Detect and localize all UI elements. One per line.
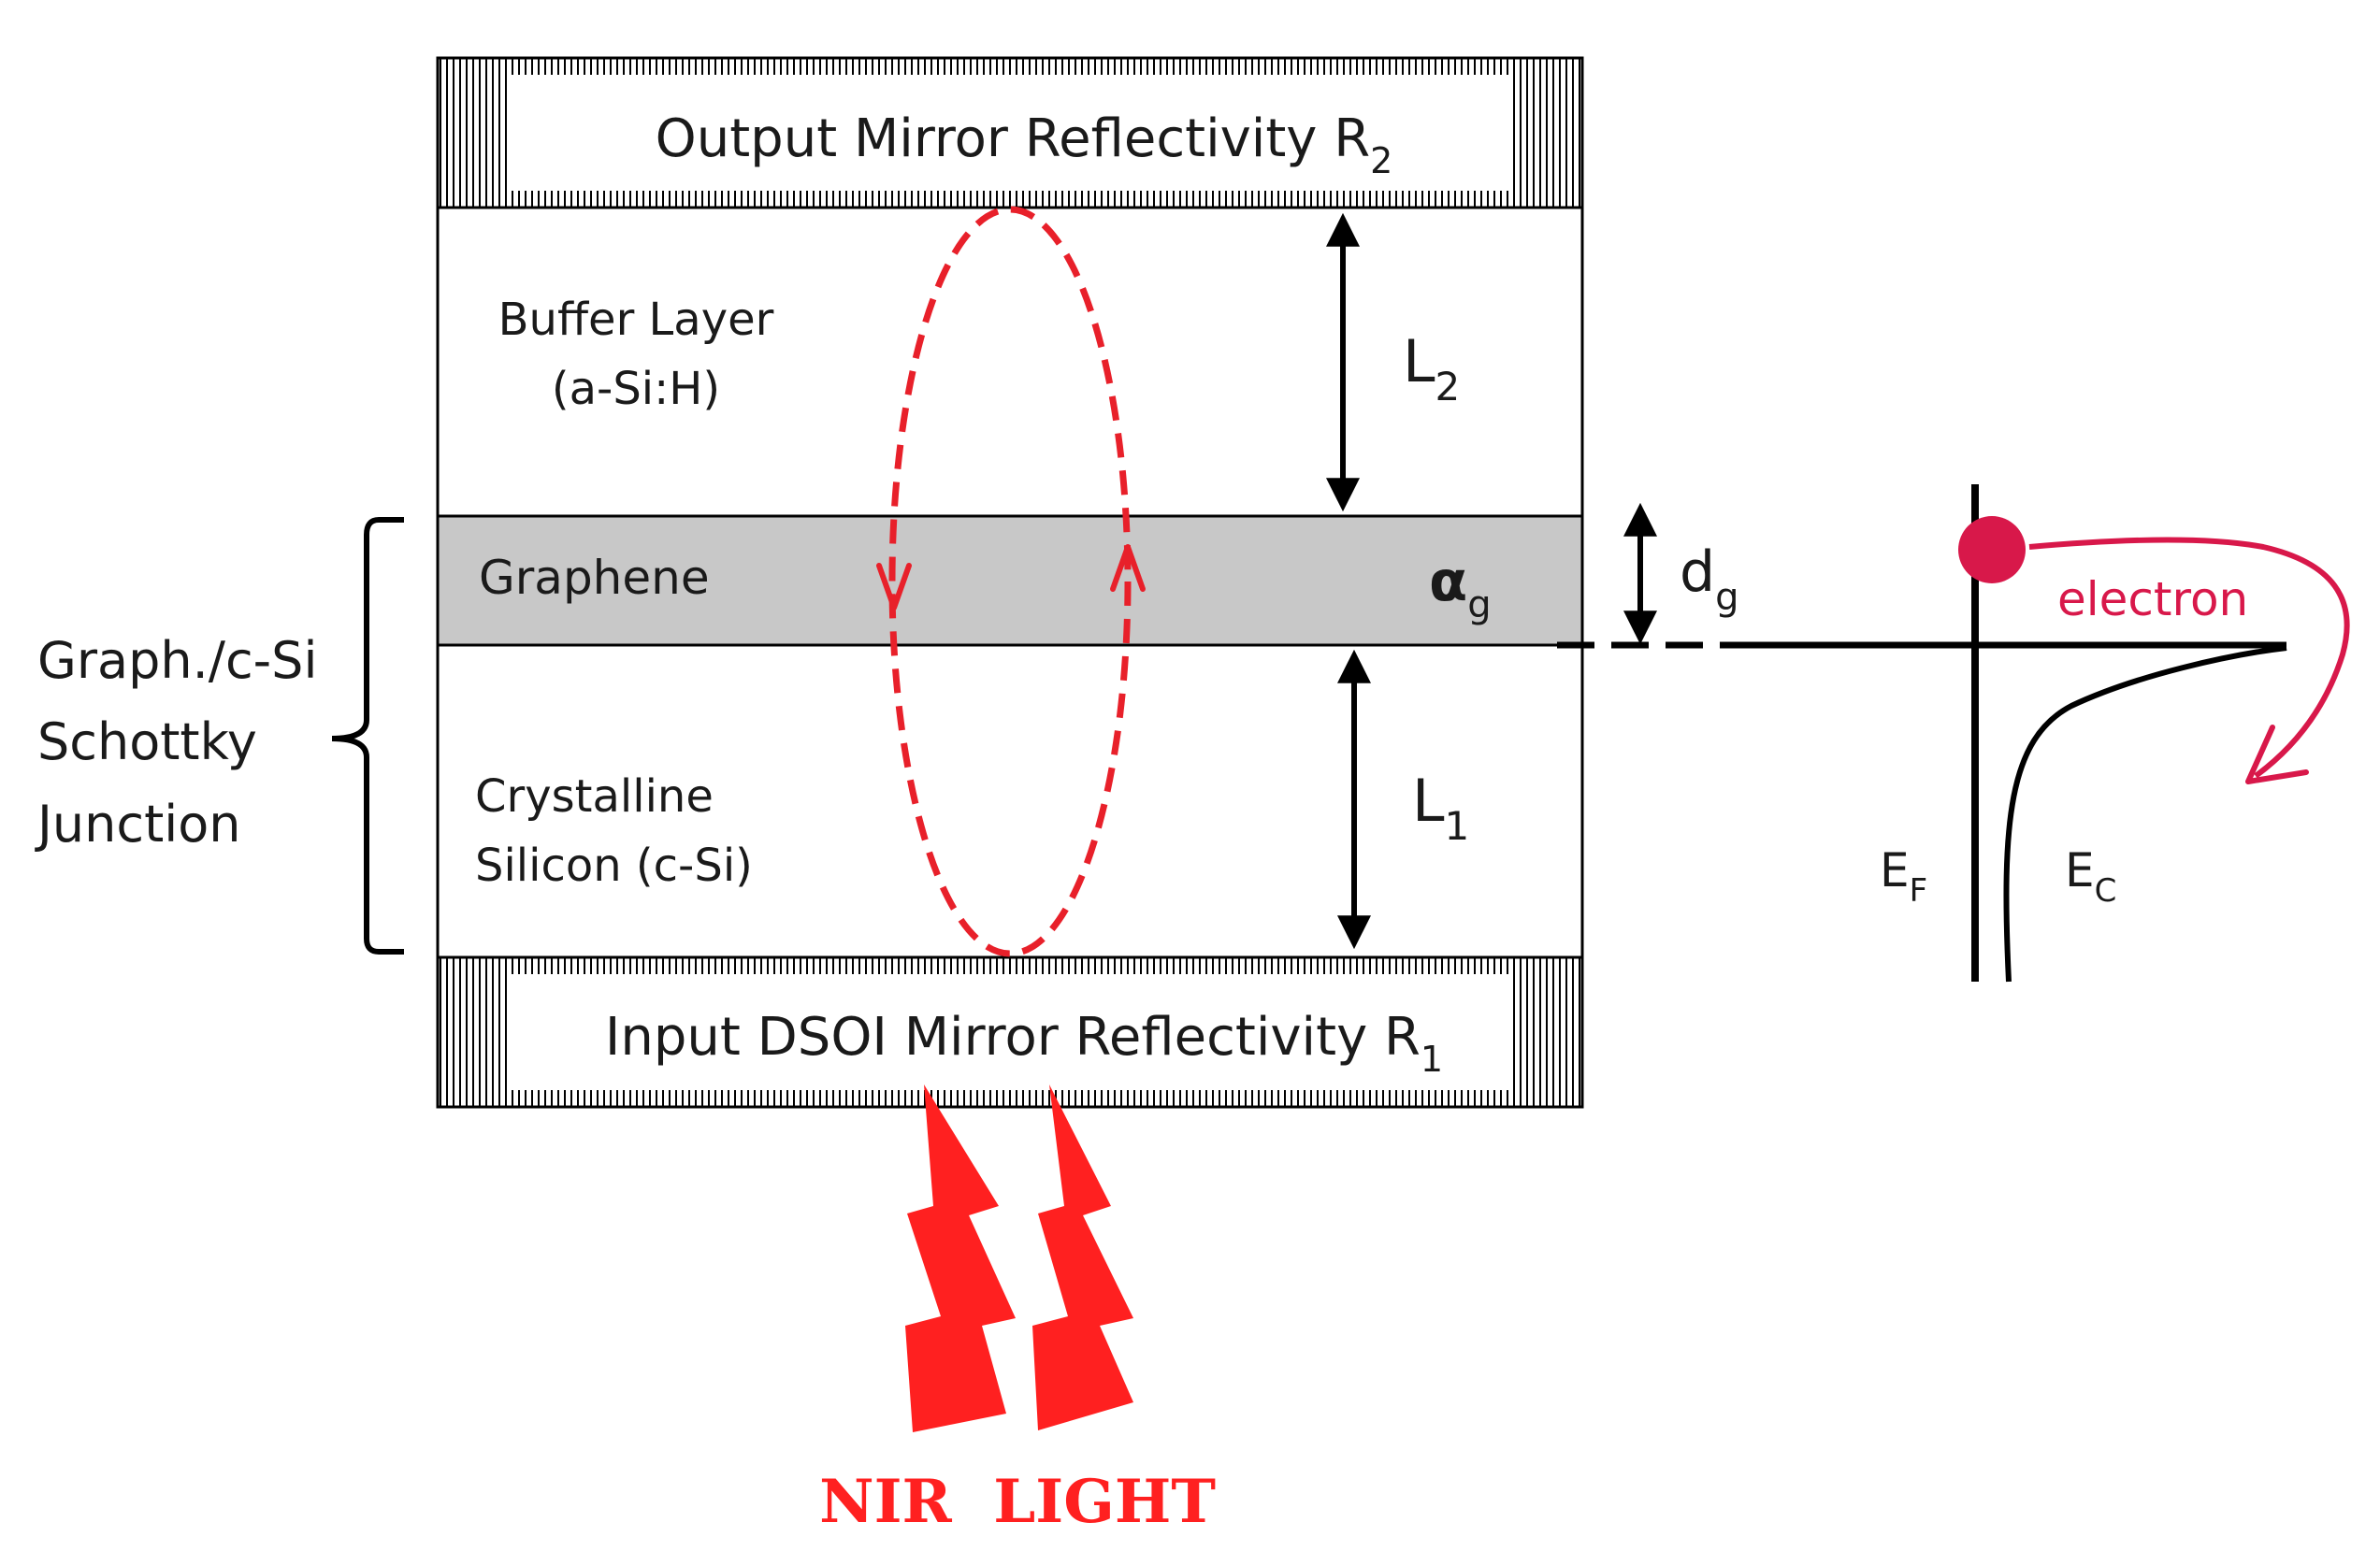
- buffer-layer: Buffer Layer (a-Si:H): [436, 206, 1584, 518]
- curly-brace-icon: [331, 517, 404, 955]
- nir-light-label: NIR LIGHT: [819, 1467, 1216, 1537]
- dimension-L1: L1: [1337, 649, 1469, 950]
- junction-label-line2: Schottky: [37, 712, 257, 771]
- output-mirror-label: Output Mirror Reflectivity R2: [656, 108, 1393, 181]
- lightning-bolt-left-icon: [905, 1084, 1016, 1432]
- electron-label: electron: [2057, 572, 2248, 626]
- electron-dot: [1958, 516, 2026, 583]
- dg-label: dg: [1680, 539, 1738, 619]
- L2-label: L2: [1403, 327, 1460, 409]
- silicon-label-line2: Silicon (c-Si): [475, 840, 753, 892]
- nir-light: NIR LIGHT: [819, 1084, 1216, 1537]
- graphene-absorption-label: αg: [1429, 549, 1492, 626]
- input-mirror-label: Input DSOI Mirror Reflectivity R1: [605, 1007, 1443, 1080]
- loop-arrow-up-icon: [1110, 544, 1146, 592]
- output-mirror: Output Mirror Reflectivity R2: [436, 56, 1584, 209]
- silicon-label-line1: Crystalline: [475, 770, 714, 823]
- junction-label-line1: Graph./c-Si: [37, 631, 317, 690]
- graphene-layer: Graphene αg: [436, 514, 1584, 647]
- conduction-band-curve: [2003, 645, 2287, 983]
- loop-arrow-down-icon: [876, 563, 912, 610]
- graphene-label: Graphene: [479, 551, 710, 605]
- junction-label-line3: Junction: [35, 795, 241, 854]
- silicon-layer: Crystalline Silicon (c-Si): [436, 643, 1584, 959]
- band-diagram: electron EF EC: [1557, 484, 2350, 983]
- dimension-L2: L2: [1326, 212, 1460, 512]
- resonance-loop-ellipse: [888, 206, 1132, 957]
- lightning-bolt-right-icon: [1032, 1084, 1133, 1430]
- buffer-layer-label-line2: (a-Si:H): [552, 363, 720, 415]
- resonance-loop: [876, 206, 1146, 957]
- dimension-dg: dg: [1623, 502, 1738, 645]
- junction-bracket: Graph./c-Si Schottky Junction: [35, 517, 404, 955]
- L1-label: L1: [1412, 767, 1469, 849]
- electron-arrowhead-icon: [2245, 725, 2309, 784]
- electron-path-arrow: [2028, 537, 2350, 779]
- EC-label: EC: [2065, 843, 2116, 910]
- input-mirror: Input DSOI Mirror Reflectivity R1: [436, 955, 1584, 1109]
- buffer-layer-label-line1: Buffer Layer: [498, 294, 774, 346]
- EF-label: EF: [1880, 843, 1927, 910]
